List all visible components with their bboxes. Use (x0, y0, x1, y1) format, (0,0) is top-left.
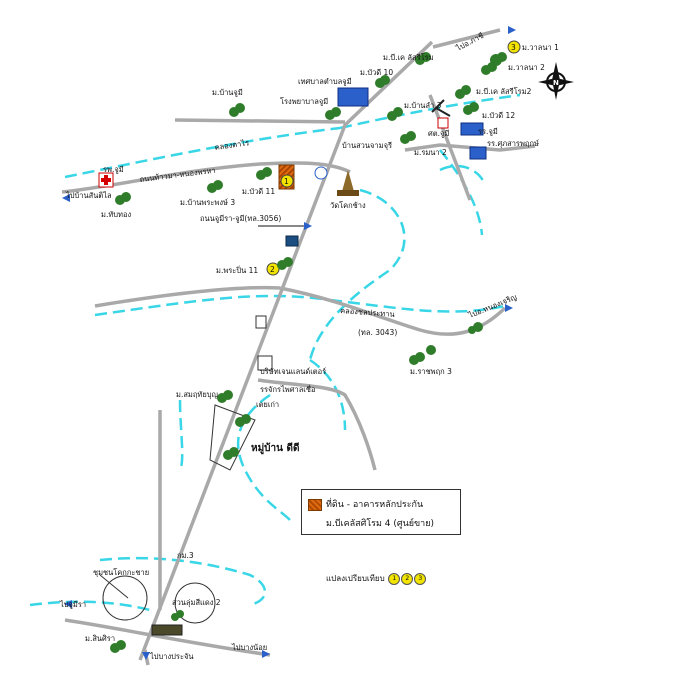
road-side-east (257, 378, 377, 471)
arrow-west-icon (62, 194, 70, 202)
road-3043-left (94, 285, 281, 308)
canal-lines (29, 93, 521, 612)
hospital-icon (98, 172, 114, 188)
label-temple: วัดโคกช้าง (330, 201, 366, 210)
label-to-bangprachan: ไปบางประจัน (149, 652, 194, 661)
label-road-3043: (ทล. 3043) (358, 328, 397, 337)
label-village-srichan: บริษัทเจนแลนด์เตอร์ (260, 367, 326, 376)
canal-branch (308, 188, 406, 361)
canal-middle (94, 294, 331, 317)
road-upper-left (174, 118, 346, 124)
label-to-bangnoi: ไปบางน้อย (231, 643, 267, 652)
label-bua-11: ม.บัวดี 11 (242, 187, 275, 196)
label-thongkham: ม.ทับทอง (101, 210, 131, 219)
fuel-station-icon (314, 166, 328, 180)
label-village-diti: หมู่บ้าน ดีดี (251, 442, 299, 455)
arrow-southwest-icon (64, 600, 72, 608)
label-bua-10: ม.บัวดี 10 (360, 68, 393, 77)
legend-site-row: ที่ดิน - อาคารหลักประกัน (308, 497, 423, 511)
main-road (138, 40, 434, 661)
marker-3 (507, 40, 521, 54)
arrow-southeast-icon (262, 650, 270, 658)
svg-text:N: N (553, 79, 559, 87)
label-house-lam: ม.บ้านลำ 3 (404, 101, 442, 110)
label-sinchon: ม.สินศิรา (85, 634, 115, 643)
arrow-east-icon (505, 304, 513, 312)
marker-3-label: 3 (511, 43, 516, 52)
label-hospital: โรงพยาบาลจูมี (280, 97, 328, 106)
label-raman2: ม.รมนา 2 (414, 148, 447, 157)
label-prapin-11: ม.พระปิ่น 11 (216, 265, 258, 275)
marker-2-label: 2 (270, 265, 275, 274)
label-to-nongjok: ไปอ.หนองเจริญ (466, 292, 518, 320)
road-bottom (64, 618, 271, 657)
label-km3: กม.3 (177, 551, 194, 560)
label-canal-tatrai: คลองตาไร (214, 138, 250, 152)
label-ban-suan: บ้านสวนจามจุรี (342, 141, 392, 150)
label-pk-lastrem2: ม.บี.เค ลัสรีโรม2 (476, 87, 532, 96)
label-hospital-jumi: รพ.จูมี (103, 165, 124, 174)
label-banbunrueang: ม.สมฤทัยบุญ (176, 390, 218, 399)
legend-project-label: ม.บีเคลัสศิโรม 4 (ศูนย์ขาย) (326, 519, 435, 529)
label-park-left: ชุมชนโคกกะชาย (93, 568, 149, 577)
airplane-icon (431, 99, 451, 117)
municipality-building-icon (337, 87, 369, 107)
label-school-jakkrit: รรจักรไพศาลเชื่อ (260, 384, 315, 394)
arrow-northeast-icon (508, 26, 516, 34)
park-right-circle (174, 582, 216, 624)
label-banjumi: ม.บ้านจูมี (212, 88, 243, 97)
site-swatch-icon (308, 498, 322, 511)
compare-label: แปลงเปรียบเทียบ (326, 574, 385, 583)
label-telecom: ศต.จูมี (428, 129, 449, 138)
label-pk-lastrem: ม.บี.เค ลัสรีโรม (383, 53, 434, 62)
label-tai: เตยเก่า (256, 400, 279, 409)
label-to-jumira: ไปจูมีรา (59, 600, 86, 609)
canal-north (64, 126, 341, 179)
compare-dot-1: 1 (388, 572, 401, 585)
label-to-phachi: ไปอ.ภาชี (454, 31, 485, 53)
label-valana2: ม.วาลนา 2 (508, 63, 545, 72)
label-road-jumi: ถนนท้าวมา-หนองพรหา (139, 166, 216, 184)
school-big-building-icon (469, 146, 487, 160)
marker-1 (280, 174, 294, 188)
label-school-big: รร.ศุภสารพฤกษ์ (487, 139, 539, 148)
temple-icon (337, 170, 359, 196)
post-office-icon (437, 117, 449, 129)
school-building-icon (460, 122, 484, 136)
label-banpraphong3: ม.บ้านพระพงษ์ 3 (180, 198, 235, 207)
shopping-center-icon (151, 624, 183, 636)
map-legend: ที่ดิน - อาคารหลักประกัน ม.บีเคลัสศิโรม … (301, 489, 461, 535)
label-school-jumi: รร.จูมี (478, 127, 498, 136)
compare-dot-2: 2 (401, 572, 414, 585)
label-park-right: สวนลุ่มสีแดง 2 (172, 598, 221, 607)
marker-1-label: 1 (284, 177, 289, 186)
label-to-santilai: ไปบ้านสันติไล (65, 191, 112, 200)
label-canal-praphan: คลองชลประทาน (340, 306, 395, 319)
park-left-circle (102, 575, 148, 621)
label-bua-12: ม.บัวดี 12 (482, 111, 515, 120)
arrow-road-icon (304, 222, 312, 230)
compare-dot-3: 3 (414, 572, 427, 585)
tree-icons (110, 52, 507, 653)
label-municipality: เทศบาลตำบลจูมี (298, 77, 352, 86)
compass-icon: N (538, 62, 574, 100)
direction-arrows (62, 26, 516, 660)
arrow-south-icon (142, 652, 150, 660)
label-valana1: ม.วาลนา 1 (522, 43, 559, 52)
bank-icon (285, 235, 299, 247)
label-rajphat: ม.ราชพฤก 3 (410, 367, 452, 376)
legend-site-label: ที่ดิน - อาคารหลักประกัน (326, 500, 424, 510)
label-road-3056: ถนนจูมีรา-จูมี(ทล.3056) (200, 214, 281, 223)
